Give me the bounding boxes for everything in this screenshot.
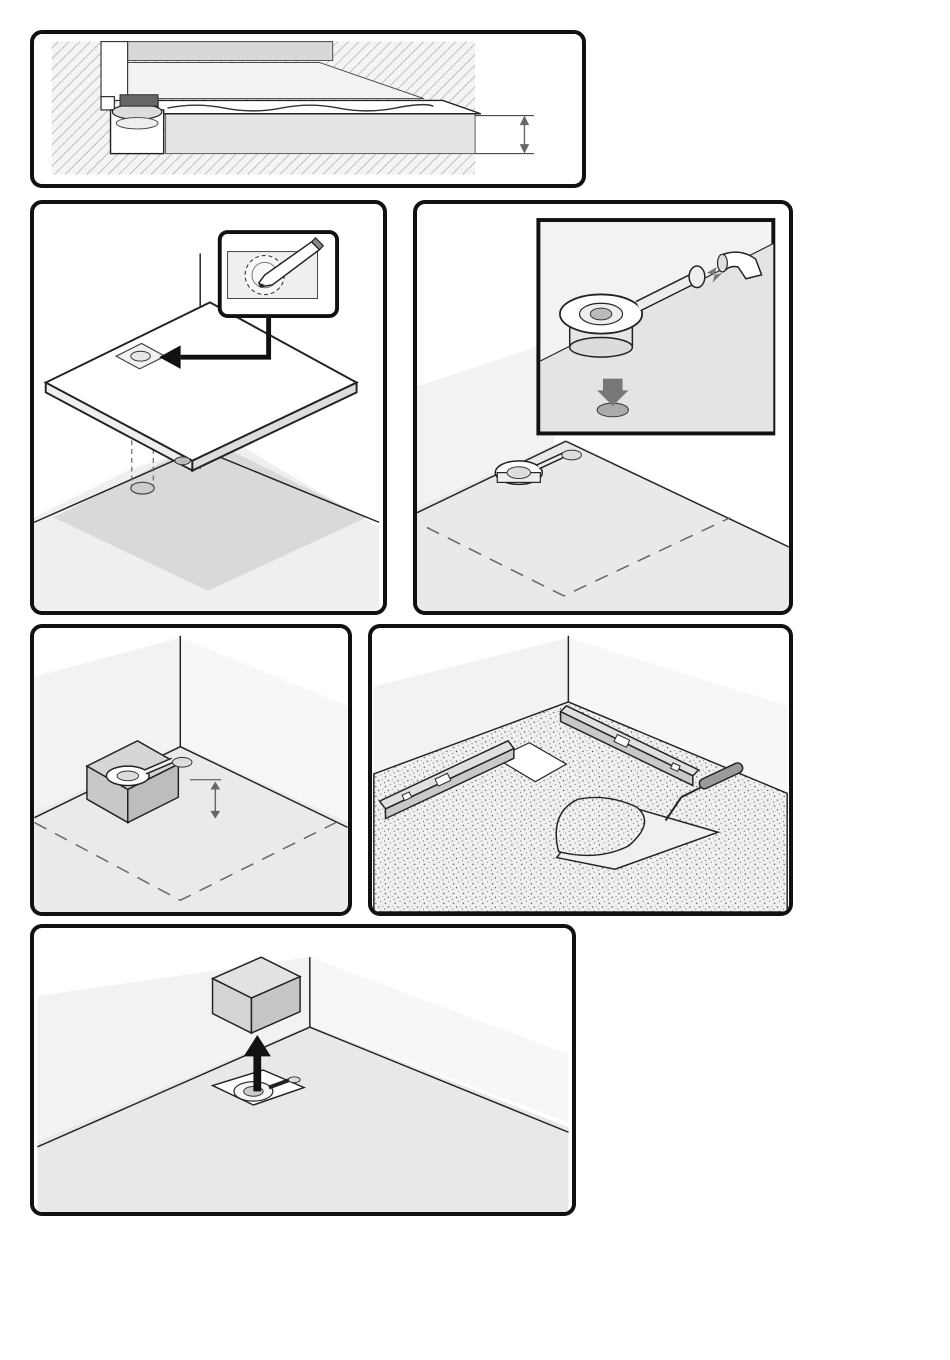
step-6-panel [30, 924, 576, 1216]
step-4-panel [30, 624, 352, 916]
cross-section-illustration [34, 34, 582, 184]
step-1-panel [30, 30, 586, 188]
step-5-panel [368, 624, 793, 916]
lift-arrow-shaft [253, 1054, 261, 1091]
floor-waste-hole [131, 482, 154, 494]
support-block-illustration [34, 628, 348, 912]
mark-waste-illustration [34, 204, 383, 611]
step-2-panel [30, 200, 387, 615]
step-3-panel [413, 200, 793, 615]
connect-waste-illustration [417, 204, 789, 611]
remove-block-illustration [34, 928, 572, 1212]
screed-bed-illustration [372, 628, 789, 912]
shower-tray [46, 302, 357, 460]
shower-tray-section [158, 100, 481, 113]
